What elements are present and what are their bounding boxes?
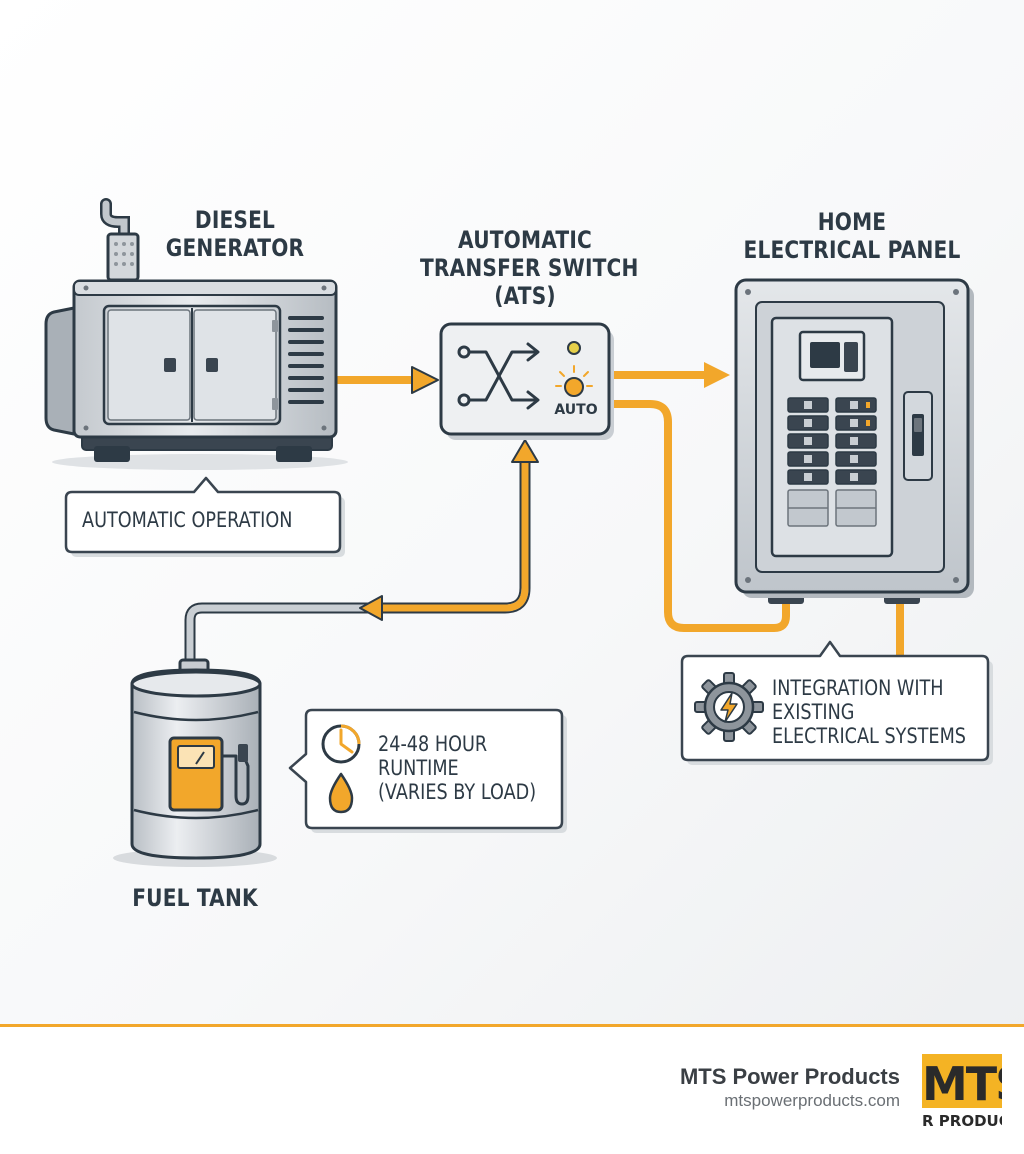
- callout-automatic-operation-text: AUTOMATIC OPERATION: [82, 508, 293, 532]
- ats-label: AUTOMATIC TRANSFER SWITCH (ATS): [420, 226, 639, 310]
- flow-tank-to-ats: [184, 439, 539, 668]
- fuel-tank-label: FUEL TANK: [132, 884, 258, 912]
- callout-integration-box: [680, 640, 993, 765]
- flow-ats-to-panel: [606, 362, 730, 388]
- flow-generator-to-ats: [334, 366, 439, 394]
- flow-ats-to-panel-return: [606, 400, 790, 632]
- ats-mode-label: AUTO: [554, 402, 598, 418]
- fuel-pump-icon: [168, 736, 250, 812]
- svg-text:MTS: MTS: [922, 1057, 1002, 1111]
- callout-automatic-operation-box: [64, 476, 345, 557]
- home-electrical-panel: [734, 278, 974, 604]
- switch-arrows-icon: [457, 342, 540, 410]
- footer: [0, 1027, 1024, 1154]
- footer-divider: [0, 1024, 1024, 1027]
- clock-icon: [321, 724, 361, 764]
- panel-label: HOME ELECTRICAL PANEL: [743, 208, 961, 264]
- gear-lightning-icon: [694, 672, 764, 742]
- fuel-drop-icon: [328, 772, 354, 814]
- company-name: MTS Power Products: [679, 1064, 900, 1089]
- automatic-transfer-switch: [439, 322, 614, 440]
- company-url[interactable]: mtspowerproducts.com: [724, 1091, 900, 1110]
- callout-runtime-text: 24-48 HOUR RUNTIME (VARIES BY LOAD): [378, 732, 537, 804]
- callout-integration-text: INTEGRATION WITH EXISTING ELECTRICAL SYS…: [772, 676, 967, 748]
- ats-status-led: [567, 341, 581, 355]
- callout-runtime-box: [288, 708, 567, 833]
- ats-auto-indicator-icon: [555, 365, 593, 397]
- diesel-generator: [44, 198, 348, 470]
- fuel-tank: [113, 658, 277, 867]
- company-logo: MTS R PRODUC: [922, 1054, 1002, 1132]
- svg-text:R PRODUC: R PRODUC: [922, 1112, 1002, 1130]
- generator-label: DIESEL GENERATOR: [165, 206, 305, 262]
